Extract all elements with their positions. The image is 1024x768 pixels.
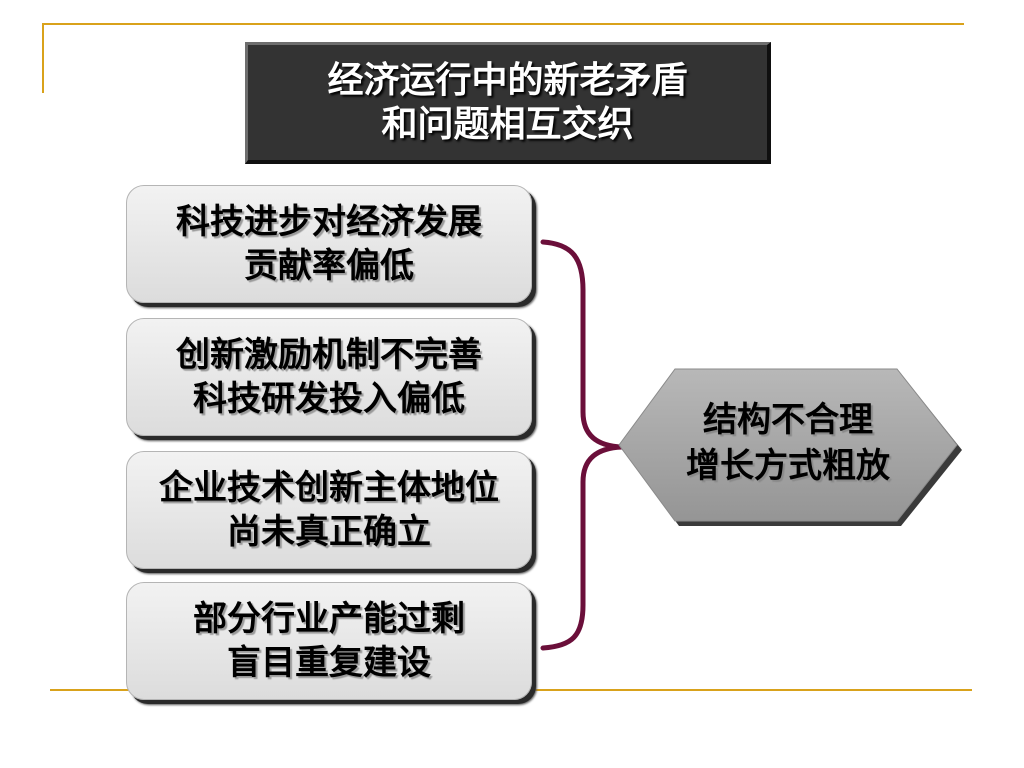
cause-2-line-2: 科技研发投入偏低	[193, 379, 465, 419]
cause-box-2: 创新激励机制不完善 科技研发投入偏低	[126, 318, 532, 436]
cause-box-4: 部分行业产能过剩 盲目重复建设	[126, 582, 532, 700]
cause-3-line-2: 尚未真正确立	[227, 512, 431, 552]
cause-box-3: 企业技术创新主体地位 尚未真正确立	[126, 451, 532, 569]
cause-4-line-1: 部分行业产能过剩	[193, 599, 465, 639]
result-hexagon	[618, 368, 958, 522]
cause-2-line-1: 创新激励机制不完善	[176, 335, 482, 375]
result-line-1: 结构不合理	[703, 400, 873, 440]
curly-brace	[540, 239, 623, 651]
cause-box-1: 科技进步对经济发展 贡献率偏低	[126, 185, 532, 303]
cause-4-line-2: 盲目重复建设	[227, 643, 431, 683]
title-line-1: 经济运行中的新老矛盾	[327, 59, 688, 101]
result-line-2: 增长方式粗放	[686, 446, 890, 486]
left-gold-line	[42, 23, 44, 93]
cause-1-line-1: 科技进步对经济发展	[176, 202, 482, 242]
result-label: 结构不合理 增长方式粗放	[628, 388, 948, 498]
title-box: 经济运行中的新老矛盾 和问题相互交织	[245, 42, 771, 164]
cause-1-line-2: 贡献率偏低	[244, 246, 414, 286]
cause-3-line-1: 企业技术创新主体地位	[159, 468, 499, 508]
title-line-2: 和问题相互交织	[381, 103, 634, 145]
top-gold-line	[42, 23, 964, 25]
